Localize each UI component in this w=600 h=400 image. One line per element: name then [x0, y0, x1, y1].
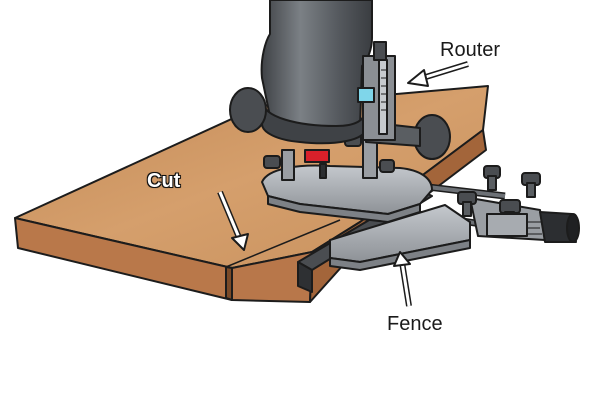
thumb-screw-3 — [457, 191, 477, 217]
red-indicator — [304, 149, 330, 163]
left-handle — [229, 87, 267, 133]
callout-arrows — [217, 61, 469, 307]
router-label: Router — [440, 39, 501, 61]
thumb-screw-2 — [521, 172, 541, 198]
fence-arrow — [393, 251, 412, 307]
router-arrow — [407, 61, 469, 87]
fence-label: Fence — [387, 313, 443, 335]
thumb-screw-1 — [483, 165, 501, 191]
router-body — [229, 0, 451, 179]
cut-arrow — [217, 190, 249, 251]
cut-label: Cut — [147, 170, 181, 192]
